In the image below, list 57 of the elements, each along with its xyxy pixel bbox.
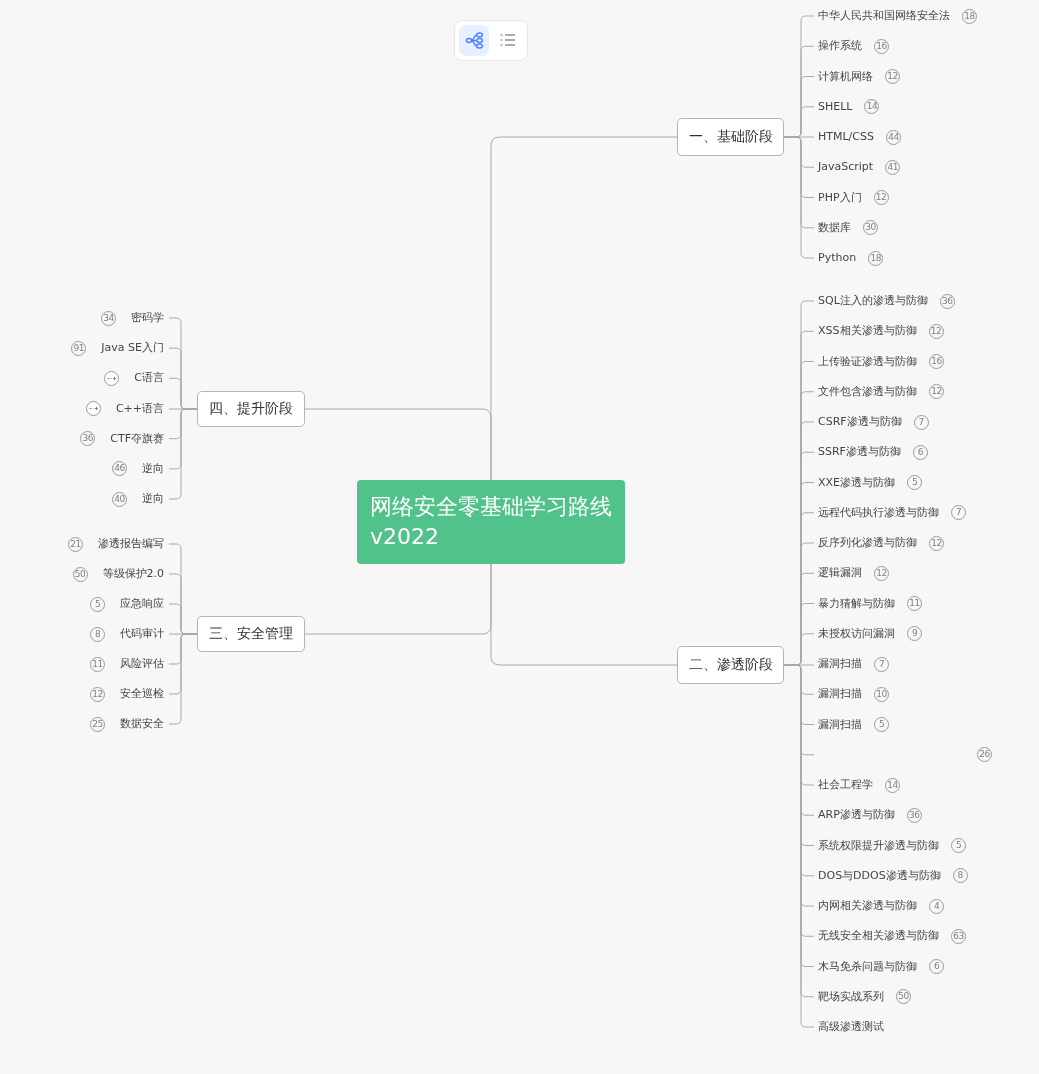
subtopic-label: SSRF渗透与防御 (814, 444, 901, 461)
subtopic-label: 操作系统 (814, 38, 862, 55)
subtopic-label: 木马免杀问题与防御 (814, 958, 917, 975)
subtopic-label: SQL注入的渗透与防御 (814, 293, 928, 309)
subtopic-label: 文件包含渗透与防御 (814, 383, 917, 400)
subtopic-label: SHELL (814, 98, 853, 115)
subtopic-label: DOS与DDOS渗透与防御 (814, 867, 941, 884)
subtopic-label: 无线安全相关渗透与防御 (814, 928, 939, 945)
connector-line (168, 633, 198, 725)
topic-box: 二、渗透阶段 (677, 646, 784, 684)
subtopic-label: C++语言 (115, 400, 169, 417)
subtopic-label: 密码学 (131, 310, 169, 326)
subtopic-label: 等级保护2.0 (102, 566, 169, 582)
subtopic-label: 上传验证渗透与防御 (814, 353, 917, 370)
subtopic-label: C语言 (134, 370, 169, 387)
subtopic-label: 应急响应 (120, 596, 169, 612)
subtopic-label: 计算机网络 (814, 68, 873, 85)
subtopic-label: 安全巡检 (120, 686, 169, 702)
subtopic-label: 未授权访问漏洞 (814, 625, 895, 642)
subtopic-label: 漏洞扫描 (814, 656, 862, 672)
connector-line (304, 563, 492, 635)
topic-box: 四、提升阶段 (197, 391, 305, 427)
connector-line (783, 136, 815, 259)
subtopic-label: 系统权限提升渗透与防御 (814, 837, 939, 854)
subtopic-label: CTF夺旗赛 (110, 430, 169, 447)
subtopic-label: CSRF渗透与防御 (814, 414, 902, 430)
subtopic-label: 数据库 (814, 219, 851, 236)
subtopic-label: 中华人民共和国网络安全法 (814, 8, 950, 24)
subtopic-label: 渗透报告编写 (98, 536, 169, 552)
subtopic-label: PHP入门 (814, 189, 862, 206)
subtopic-label: HTML/CSS (814, 129, 874, 145)
subtopic-label: 漏洞扫描 (814, 686, 862, 703)
subtopic-label: 远程代码执行渗透与防御 (814, 504, 939, 521)
connector-line (304, 408, 492, 481)
subtopic-label: Java SE入门 (101, 340, 169, 357)
subtopic-label: 风险评估 (120, 656, 169, 672)
subtopic-label: XXE渗透与防御 (814, 474, 896, 491)
subtopic-label: 逆向 (142, 491, 169, 507)
subtopic-label: 漏洞扫描 (814, 716, 862, 733)
subtopic-label: 反序列化渗透与防御 (814, 535, 917, 551)
subtopic-label: JavaScript (814, 159, 874, 176)
subtopic-label: ARP渗透与防御 (814, 807, 895, 824)
subtopic-label: XSS相关渗透与防御 (814, 323, 917, 340)
subtopic-label: 内网相关渗透与防御 (814, 898, 917, 914)
subtopic-label: 暴力猜解与防御 (814, 595, 895, 612)
connector-line (168, 408, 198, 500)
topic-box: 一、基础阶段 (677, 118, 784, 156)
subtopic-label: 数据安全 (120, 716, 169, 732)
subtopic-label: 代码审计 (120, 626, 169, 642)
subtopic-label: 逻辑漏洞 (814, 565, 862, 582)
central-topic-box: 网络安全零基础学习路线 v2022 (357, 480, 625, 564)
topic-box: 三、安全管理 (197, 616, 305, 652)
subtopic-label: Python (814, 250, 857, 266)
subtopic-label: 社会工程学 (814, 777, 873, 793)
subtopic-label: 逆向 (142, 460, 169, 477)
subtopic-label: 高级渗透测试 (814, 1019, 884, 1035)
subtopic-label: 靶场实战系列 (814, 988, 884, 1005)
